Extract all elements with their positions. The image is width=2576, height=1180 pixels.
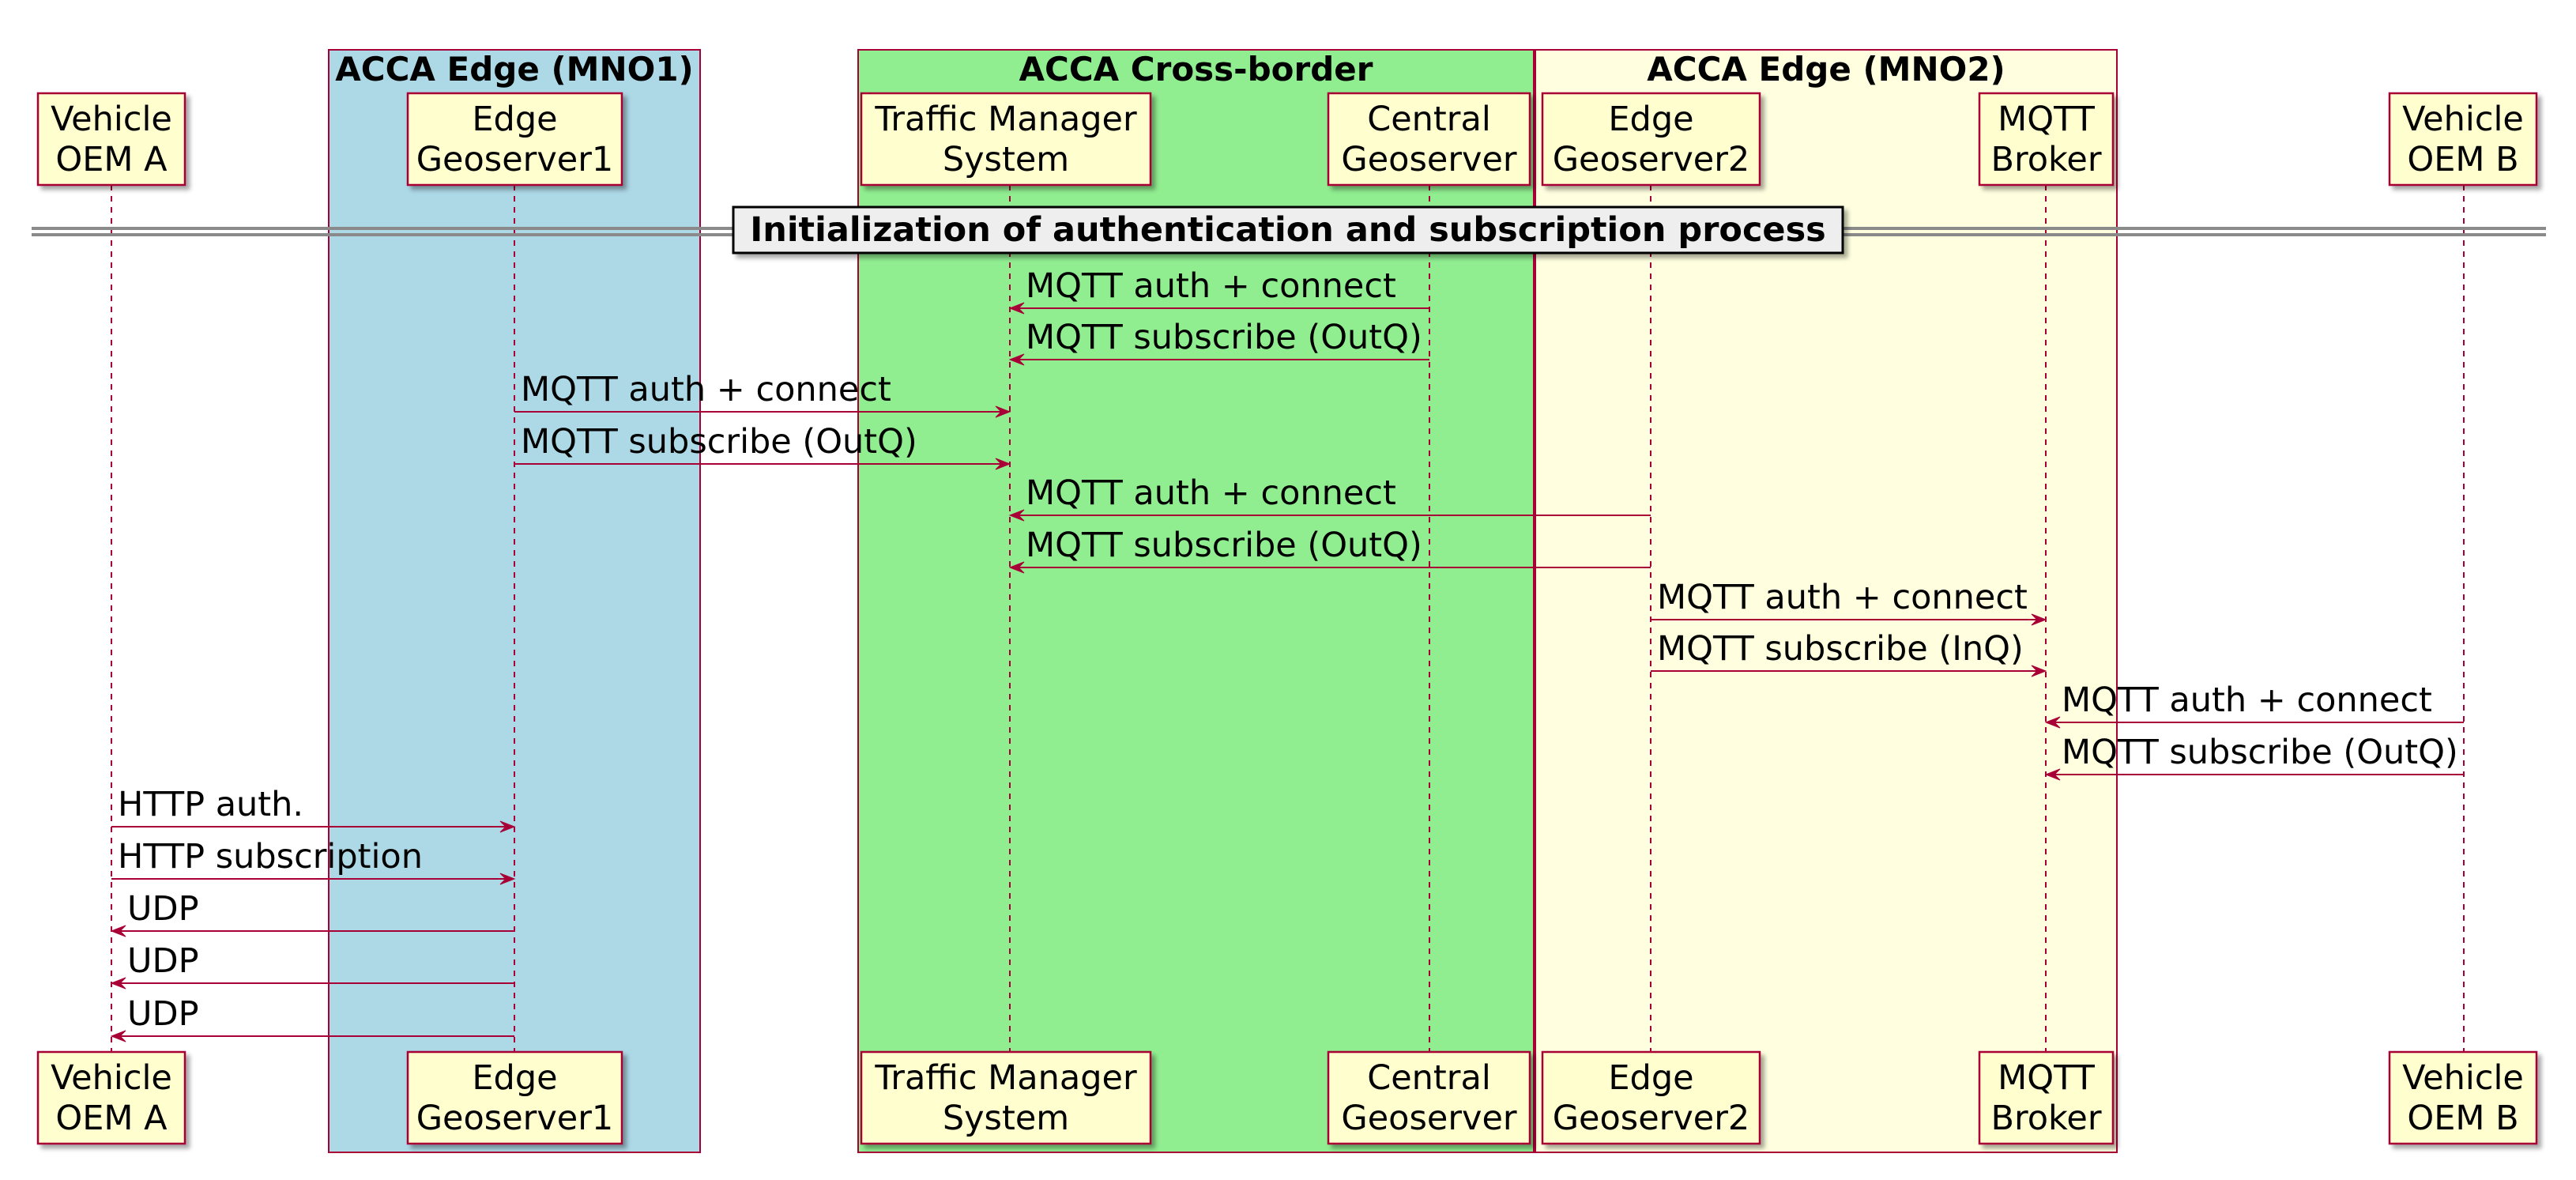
group-title: ACCA Cross-border: [1019, 50, 1373, 89]
participant-label: Edge: [472, 1058, 557, 1098]
message-label: MQTT auth + connect: [1026, 473, 1396, 513]
message-8: MQTT subscribe (InQ): [1651, 629, 2047, 677]
message-5: MQTT auth + connect: [1008, 473, 1651, 522]
participant-label: MQTT: [1998, 1058, 2095, 1098]
message-14: UDP: [110, 941, 514, 990]
participant-oema-bottom: Vehicle OEM A: [36, 1050, 186, 1145]
message-2: MQTT subscribe (OutQ): [1008, 318, 1429, 366]
participant-oema-top: Vehicle OEM A: [36, 92, 186, 187]
participant-label: Geoserver: [1341, 1099, 1517, 1138]
participant-label: Geoserver2: [1553, 1099, 1750, 1138]
message-13: UDP: [110, 889, 514, 937]
message-arrowhead: [499, 873, 516, 885]
message-arrowhead: [1008, 561, 1025, 574]
message-9: MQTT auth + connect: [2044, 680, 2464, 729]
message-1: MQTT auth + connect: [1008, 266, 1429, 315]
participant-label: Edge: [1608, 1058, 1693, 1098]
message-label: MQTT subscribe (OutQ): [2062, 733, 2458, 772]
participant-label: Vehicle: [2402, 100, 2524, 139]
message-10: MQTT subscribe (OutQ): [2044, 733, 2464, 781]
message-arrowhead: [110, 925, 126, 937]
message-label: HTTP subscription: [118, 837, 423, 877]
participant-label: Geoserver1: [416, 140, 614, 179]
group-title: ACCA Edge (MNO1): [335, 50, 693, 89]
message-11: HTTP auth.: [111, 785, 516, 833]
message-label: UDP: [127, 889, 199, 929]
participant-label: Geoserver1: [416, 1099, 614, 1138]
message-arrowhead: [995, 405, 1011, 418]
message-label: MQTT subscribe (OutQ): [521, 422, 917, 462]
participant-oemb-bottom: Vehicle OEM B: [2388, 1050, 2538, 1145]
participant-label: OEM A: [55, 1099, 168, 1138]
participant-label: Vehicle: [51, 1058, 172, 1098]
participant-label: Central: [1367, 100, 1491, 139]
message-6: MQTT subscribe (OutQ): [1008, 526, 1651, 574]
message-arrowhead: [2044, 768, 2061, 781]
message-arrowhead: [2031, 665, 2047, 677]
message-arrowhead: [110, 977, 126, 990]
message-label: MQTT subscribe (OutQ): [1026, 526, 1422, 565]
message-arrowhead: [1008, 302, 1025, 315]
participant-label: Central: [1367, 1058, 1491, 1098]
message-label: MQTT auth + connect: [2062, 680, 2432, 720]
message-label: MQTT auth + connect: [1026, 266, 1396, 306]
participant-oemb-top: Vehicle OEM B: [2388, 92, 2538, 187]
participant-label: Edge: [472, 100, 557, 139]
participant-label: Geoserver2: [1553, 140, 1750, 179]
participant-label: Geoserver: [1341, 140, 1517, 179]
section-divider-title: Initialization of authentication and sub…: [750, 210, 1826, 250]
message-arrowhead: [2044, 716, 2061, 729]
participant-label: Traffic Manager: [874, 1058, 1137, 1098]
message-4: MQTT subscribe (OutQ): [514, 422, 1011, 470]
message-arrowhead: [110, 1030, 126, 1042]
participant-label: Vehicle: [2402, 1058, 2524, 1098]
participant-label: Vehicle: [51, 100, 172, 139]
message-arrowhead: [1008, 353, 1025, 366]
message-label: UDP: [127, 941, 199, 981]
message-label: MQTT auth + connect: [1657, 578, 2028, 617]
message-label: MQTT subscribe (OutQ): [1026, 318, 1422, 357]
message-label: UDP: [127, 994, 199, 1034]
group-title: ACCA Edge (MNO2): [1647, 50, 2005, 89]
section-divider: Initialization of authentication and sub…: [32, 205, 2546, 254]
participant-label: System: [943, 140, 1069, 179]
participant-label: System: [943, 1099, 1069, 1138]
message-3: MQTT auth + connect: [514, 370, 1011, 418]
message-12: HTTP subscription: [111, 837, 516, 885]
participant-label: Traffic Manager: [874, 100, 1137, 139]
message-label: HTTP auth.: [118, 785, 303, 824]
message-arrowhead: [2031, 613, 2047, 626]
participant-label: Broker: [1990, 140, 2101, 179]
message-15: UDP: [110, 994, 514, 1042]
participant-label: OEM A: [55, 140, 168, 179]
participant-label: OEM B: [2407, 140, 2518, 179]
message-arrowhead: [995, 458, 1011, 470]
message-7: MQTT auth + connect: [1651, 578, 2047, 626]
message-arrowhead: [499, 820, 516, 833]
participant-label: OEM B: [2407, 1099, 2518, 1138]
message-arrowhead: [1008, 509, 1025, 522]
message-label: MQTT auth + connect: [521, 370, 891, 409]
participant-label: MQTT: [1998, 100, 2095, 139]
participant-label: Broker: [1990, 1099, 2101, 1138]
participant-label: Edge: [1608, 100, 1693, 139]
message-label: MQTT subscribe (InQ): [1657, 629, 2024, 669]
